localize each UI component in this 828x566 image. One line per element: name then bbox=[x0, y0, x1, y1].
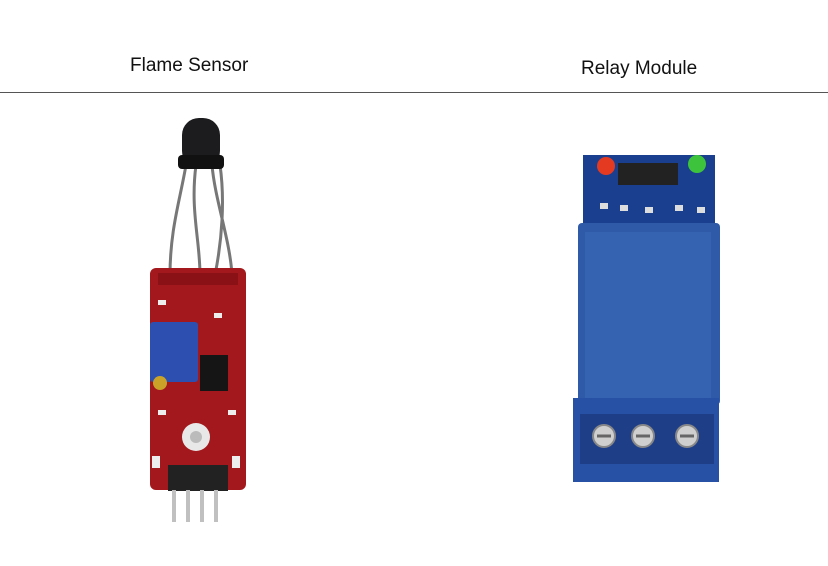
relay-module-label: Relay Module bbox=[581, 58, 698, 79]
flame-sensor-photo bbox=[150, 118, 246, 522]
divider bbox=[0, 92, 828, 93]
relay-module-photo bbox=[573, 155, 720, 482]
flame-sensor-label: Flame Sensor bbox=[130, 55, 249, 76]
ic-chip bbox=[200, 355, 228, 391]
potentiometer bbox=[150, 322, 198, 382]
